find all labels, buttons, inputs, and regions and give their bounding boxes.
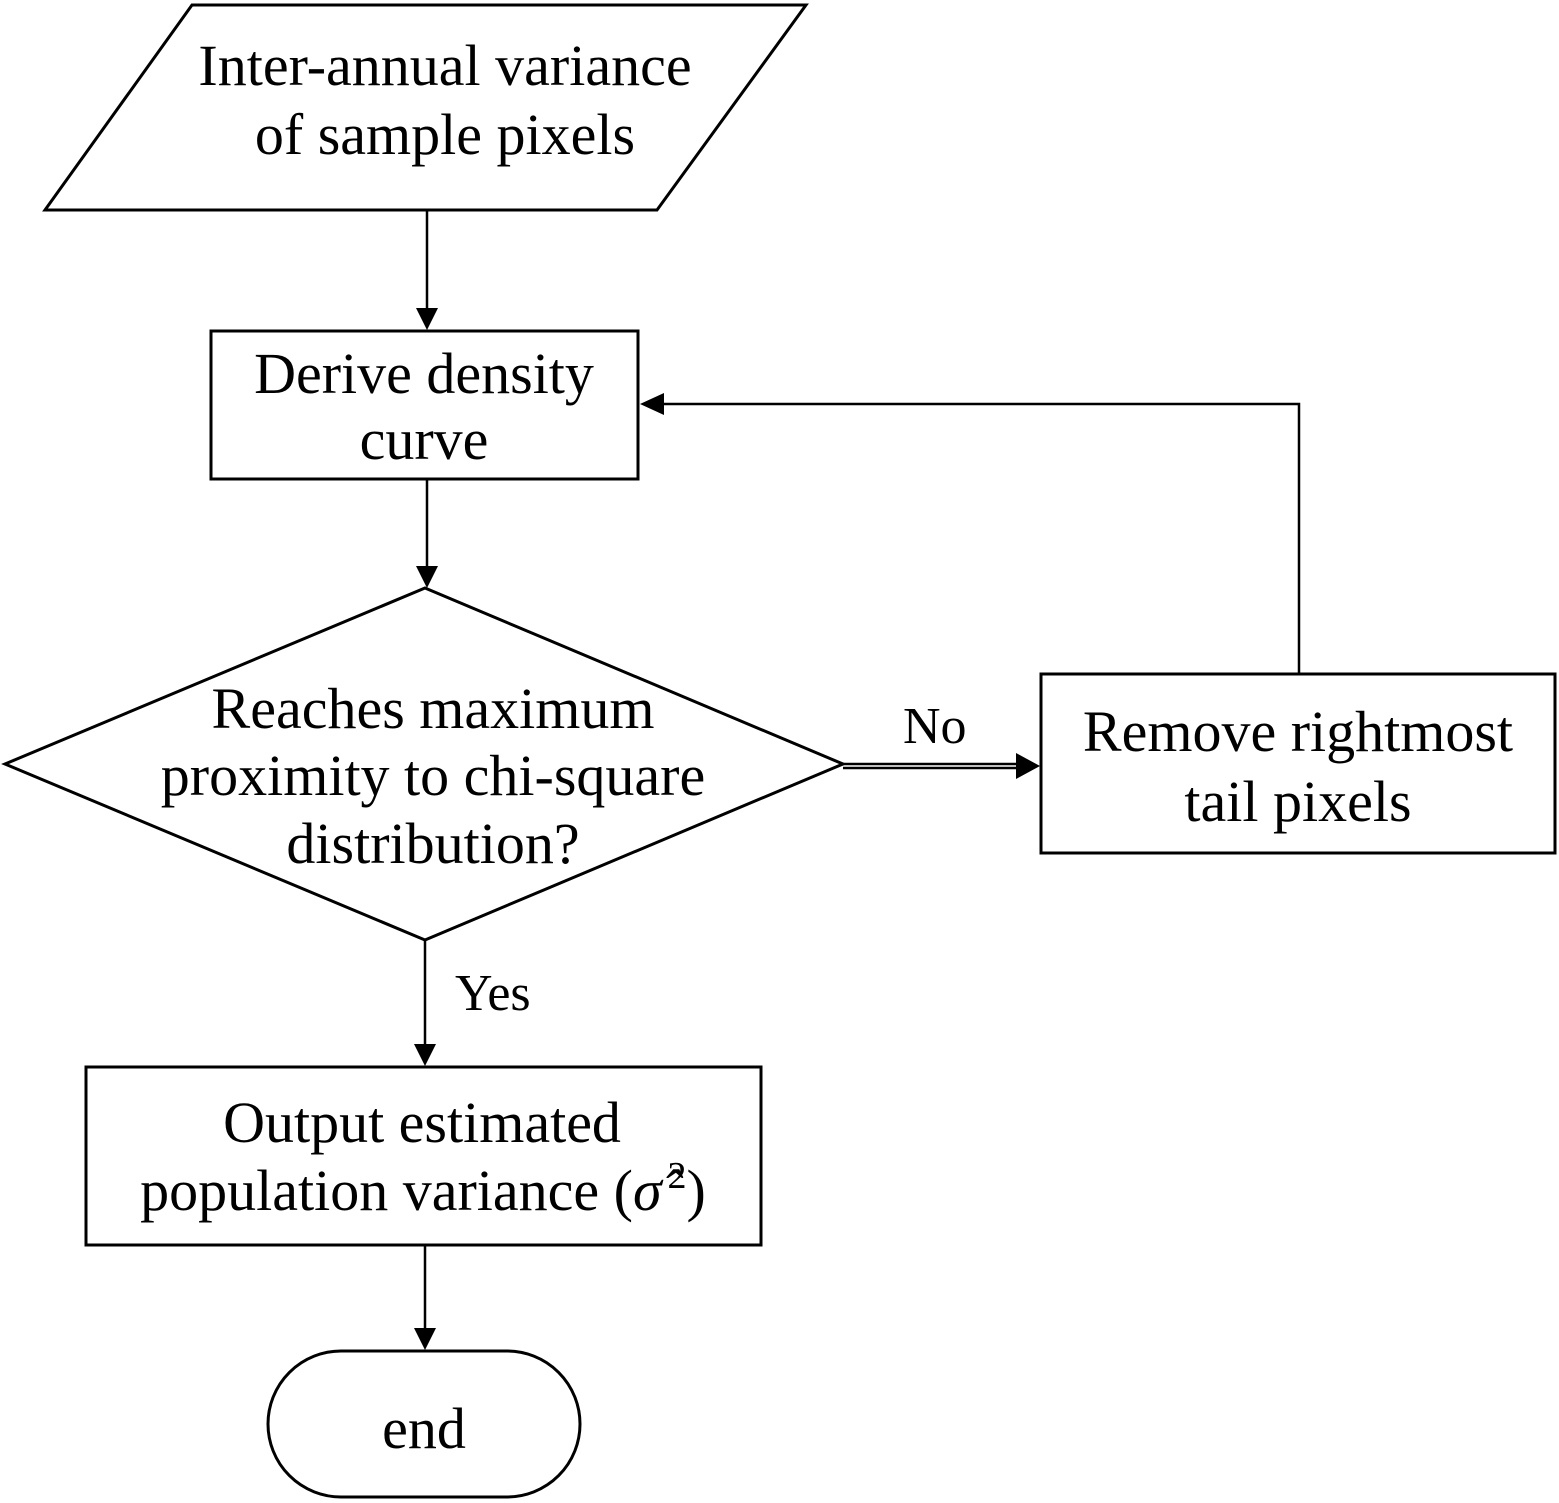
arrow-derive-to-decision [416,479,438,588]
remove-label-line-1: Remove rightmost [1083,699,1513,764]
input-node: Inter-annual variance of sample pixels [42,3,809,212]
derive-label-line-1: Derive density [254,341,594,406]
variance-exponent: 2 [668,1155,687,1197]
arrow-input-to-derive [416,210,438,330]
decision-node: Reaches maximum proximity to chi-square … [1,586,847,942]
input-label-line-1: Inter-annual variance [198,33,691,98]
decision-label-line-3: distribution? [286,811,579,876]
no-edge-label: No [903,698,967,755]
output-label-line-2: population variance (σ̂2) [140,1155,706,1223]
arrow-output-to-end [414,1245,436,1350]
derive-label-line-2: curve [360,407,489,472]
input-label-line-2: of sample pixels [255,102,635,167]
arrow-decision-to-remove: No [843,698,1040,779]
remove-label-line-2: tail pixels [1184,769,1411,834]
arrow-decision-to-output: Yes [414,940,531,1066]
output-box [84,1065,763,1247]
arrow-remove-to-derive [640,393,1301,674]
remove-box [1039,672,1557,855]
input-parallelogram [42,3,809,212]
yes-edge-label: Yes [455,965,531,1022]
derive-box [209,329,640,481]
decision-label-line-2: proximity to chi-square [161,743,705,808]
decision-label-line-1: Reaches maximum [212,676,655,741]
output-label-line-1: Output estimated [223,1090,621,1155]
derive-node: Derive density curve [209,329,640,481]
remove-node: Remove rightmost tail pixels [1039,672,1557,855]
end-label: end [382,1396,466,1461]
end-terminator [266,1349,582,1499]
end-node: end [266,1349,582,1499]
output-node: Output estimated population variance (σ̂… [84,1065,763,1247]
